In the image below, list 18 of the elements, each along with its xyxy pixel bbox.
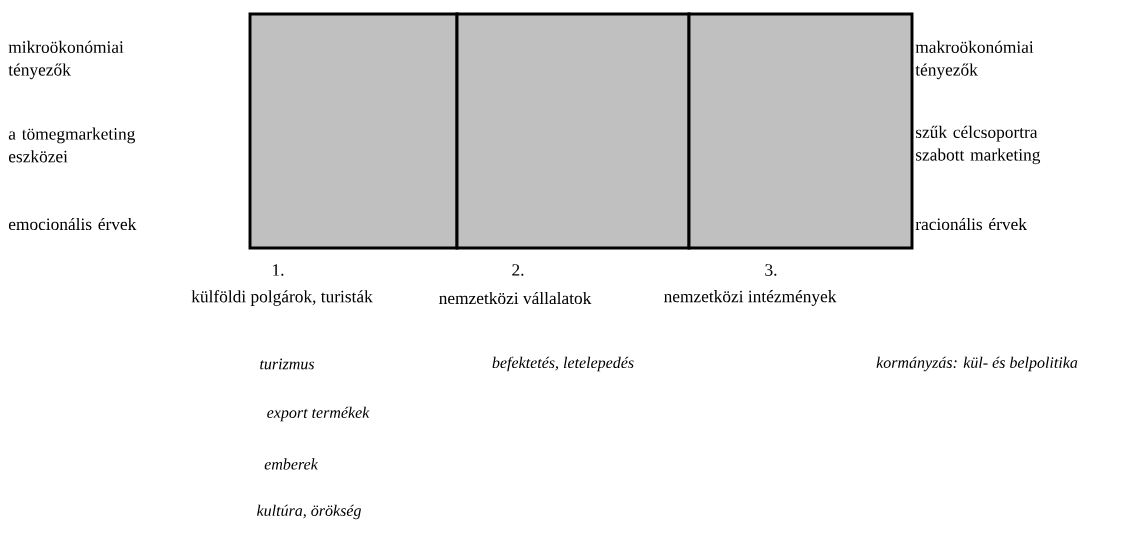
topic-label: befektetés, letelepedés [492,356,634,372]
column-heading: külföldi polgárok, turisták [191,290,373,306]
topic-label: kormányzás: kül- és belpolitika [876,356,1078,372]
side-label: mikroökonómiai tényezők [8,40,124,80]
column-heading: nemzetközi vállalatok [439,291,592,305]
panel [248,12,459,250]
panel [687,12,914,250]
topic-label: emberek [264,458,319,470]
column-number: 3. [765,264,777,276]
side-label: emocionális érvek [8,217,137,231]
topic-label: kultúra, örökség [257,504,361,520]
column-heading: nemzetközi intézmények [664,290,837,306]
column-number: 2. [512,264,524,276]
column-number: 1. [273,264,284,276]
topic-label: export termékek [267,406,370,422]
topic-label: turizmus [260,358,315,370]
side-label: a tömegmarketing eszközei [8,127,136,163]
panel [455,12,691,250]
